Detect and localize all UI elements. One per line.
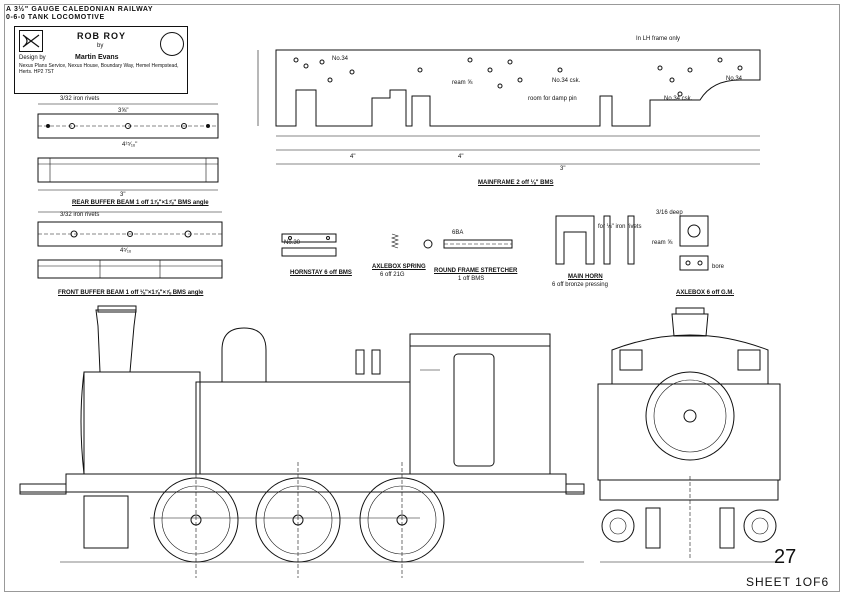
front-buffer-beam-plan bbox=[37, 211, 223, 247]
axlebox-drawing bbox=[679, 215, 709, 271]
axlebox-label: AXLEBOX 6 off G.M. bbox=[676, 290, 735, 296]
room-for-damp-pin-note: room for damp pin bbox=[528, 96, 577, 102]
title-heading: A 3½" GAUGE CALEDONIAN RAILWAY 0-6-0 TAN… bbox=[6, 6, 153, 22]
round-frame-stretcher-label: ROUND FRAME STRETCHER bbox=[434, 268, 518, 274]
design-label: Design by bbox=[19, 55, 46, 61]
rear-dim-x2: 3" bbox=[120, 192, 126, 198]
rear-buffer-beam-label: REAR BUFFER BEAM 1 off 1⅞"×1⅞" BMS angle bbox=[72, 200, 209, 206]
stamp-seal-icon bbox=[160, 32, 184, 56]
mf-dim-4b: 4" bbox=[458, 154, 464, 160]
rear-dim-x1: 4¹⁵⁄₁₆" bbox=[122, 142, 138, 148]
front-elevation bbox=[597, 307, 781, 563]
rear-buffer-beam-plan bbox=[37, 103, 219, 139]
mainframe-label: MAINFRAME 2 off ⅛" BMS bbox=[478, 180, 554, 186]
rear-dim-w: 3⅝" bbox=[118, 108, 129, 114]
no34-note-b: No.34 csk. bbox=[552, 78, 581, 84]
side-elevation bbox=[19, 305, 585, 578]
mainframe-holes bbox=[293, 57, 743, 97]
no34-note-c: No.34 bbox=[726, 76, 743, 82]
no30-note: No.30 bbox=[284, 240, 301, 246]
ream-axlebox-note: ream ⅝ bbox=[652, 240, 673, 246]
iron-rivets-horn-note: for ⅛" iron rivets bbox=[598, 224, 642, 230]
front-dim-x1: 4⁵⁄₁₆ bbox=[120, 248, 132, 254]
main-horn-drawing bbox=[555, 215, 635, 265]
rear-rivets-note: 3/32 iron rivets bbox=[60, 96, 100, 102]
bore-note: bore bbox=[712, 264, 725, 270]
front-buffer-beam-label: FRONT BUFFER BEAM 1 off ⅛"×1⅞"×⅞ BMS ang… bbox=[58, 290, 204, 296]
drawing-number: 27 bbox=[774, 546, 797, 568]
front-rivets-note: 3/32 iron rivets bbox=[60, 212, 100, 218]
sheet-label: SHEET 1OF6 bbox=[746, 575, 830, 589]
title-box: ROB ROY by Design by Martin Evans Nexus … bbox=[14, 26, 188, 94]
round-frame-stretcher-drawing bbox=[423, 239, 513, 249]
nexus-logo-icon bbox=[19, 30, 43, 52]
mf-dim-3: 3" bbox=[560, 166, 566, 172]
ream-note-a: ream ⅝ bbox=[452, 80, 473, 86]
mainframe-outline bbox=[257, 49, 761, 165]
title-line-2: 0-6-0 TANK LOCOMOTIVE bbox=[6, 14, 105, 21]
main-horn-qty: 6 off bronze pressing bbox=[552, 282, 608, 288]
rear-buffer-beam-elevation bbox=[37, 157, 219, 191]
sheet-border bbox=[4, 4, 840, 592]
axlebox-spring-qty: 6 off 21G bbox=[380, 272, 405, 278]
axlebox-spring-drawing bbox=[391, 233, 399, 249]
by-label: by bbox=[97, 43, 104, 49]
six-ba-note: 6BA bbox=[452, 230, 464, 236]
title-line-1: A 3½" GAUGE CALEDONIAN RAILWAY bbox=[6, 6, 154, 13]
axlebox-spring-label: AXLEBOX SPRING bbox=[372, 264, 426, 270]
front-buffer-beam-elevation bbox=[37, 259, 223, 279]
publisher-address: Nexus Plans Service, Nexus House, Bounda… bbox=[19, 63, 179, 75]
no34-note-d: No.34 csk. bbox=[664, 96, 693, 102]
hornstay-label: HORNSTAY 6 off BMS bbox=[290, 270, 352, 276]
main-horn-label: MAIN HORN bbox=[568, 274, 603, 280]
author-name: Martin Evans bbox=[75, 54, 119, 61]
no34-note-a: No.34 bbox=[332, 56, 349, 62]
deep-note: 3/16 deep bbox=[656, 210, 683, 216]
lh-frame-note: In LH frame only bbox=[636, 36, 681, 42]
locomotive-name: ROB ROY bbox=[77, 31, 127, 41]
hornstay-drawing bbox=[281, 233, 337, 257]
round-frame-stretcher-qty: 1 off BMS bbox=[458, 276, 485, 282]
mf-dim-4a: 4" bbox=[350, 154, 356, 160]
